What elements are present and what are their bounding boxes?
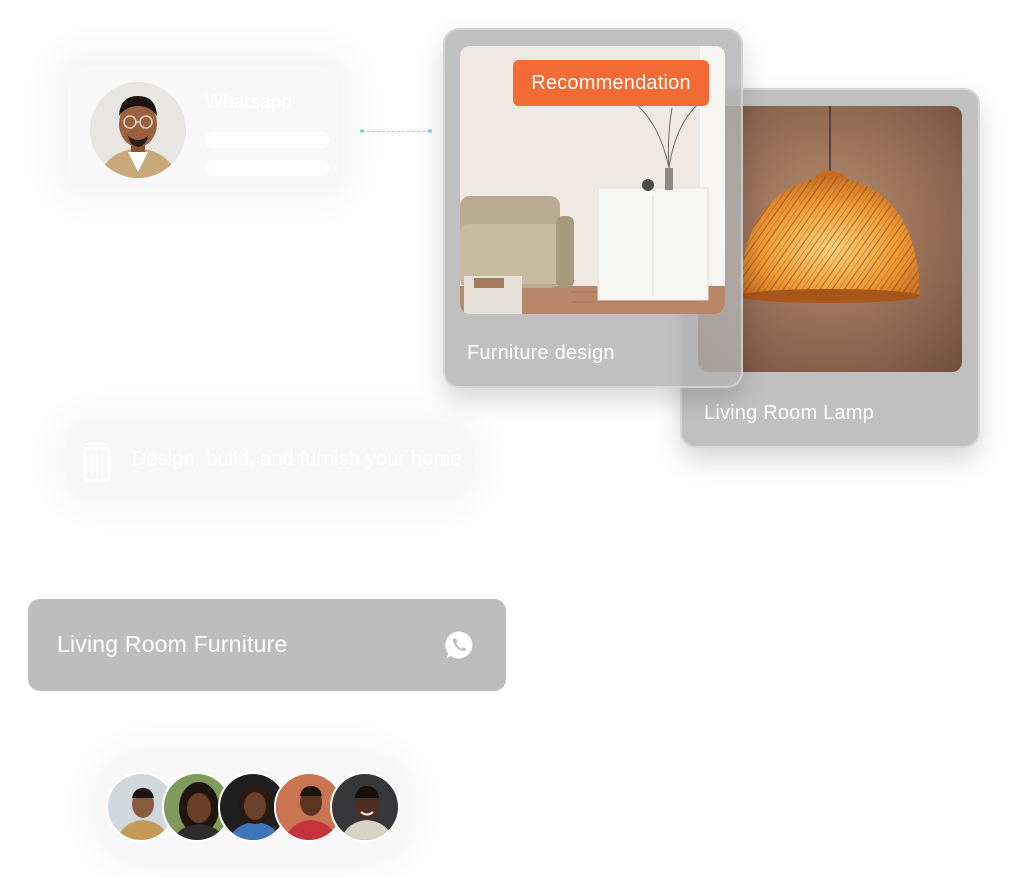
message-placeholder-line bbox=[205, 132, 329, 148]
tagline-pill: Design, build, and furnish your home bbox=[64, 422, 474, 498]
avatar-group bbox=[98, 756, 408, 860]
tagline-text: Design, build, and furnish your home bbox=[132, 448, 462, 470]
lamp-caption: Living Room Lamp bbox=[704, 402, 874, 424]
living-room-furniture-bar[interactable]: Living Room Furniture bbox=[28, 599, 506, 691]
contact-avatar bbox=[90, 82, 186, 178]
message-placeholder-line bbox=[205, 160, 329, 176]
furniture-caption: Furniture design bbox=[467, 342, 615, 364]
contact-name: Whatsapp bbox=[205, 92, 293, 113]
contact-card[interactable]: Whatsapp bbox=[68, 66, 338, 184]
recommendation-badge: Recommendation bbox=[513, 60, 709, 106]
connector-line bbox=[360, 129, 432, 133]
furniture-bar-label: Living Room Furniture bbox=[57, 631, 288, 657]
whatsapp-icon[interactable] bbox=[444, 630, 474, 665]
building-icon bbox=[82, 440, 112, 487]
group-avatar[interactable] bbox=[218, 772, 288, 842]
group-avatar[interactable] bbox=[330, 772, 400, 842]
